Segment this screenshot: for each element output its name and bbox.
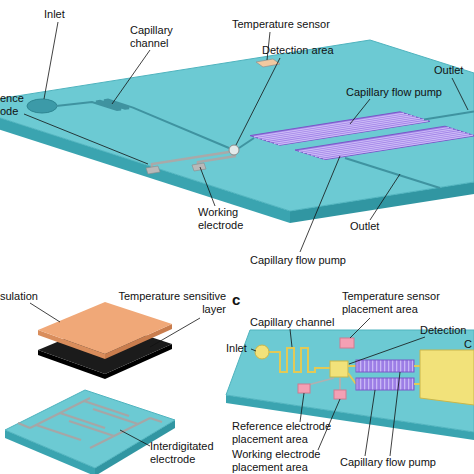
electrode-lead (150, 418, 162, 422)
pump-stripe (311, 131, 461, 155)
part-label: Outlet (350, 220, 379, 233)
part-label: ence (0, 92, 24, 105)
part-label: Capillary flow pump (346, 86, 442, 99)
part-label: Outlet (434, 64, 463, 77)
chip-top (226, 330, 474, 432)
pump-stripe (315, 133, 465, 157)
electrode-finger (93, 409, 138, 424)
leader-line (251, 349, 256, 351)
channel-link (348, 373, 356, 384)
leader-line (120, 430, 150, 446)
part-label: Capillary channel (130, 24, 190, 50)
part-label: C (464, 338, 472, 351)
pump-stripe (299, 128, 449, 152)
part-label: Temperature sensor placement area (342, 290, 447, 316)
part-label: ode (0, 105, 18, 118)
leader-lines (24, 22, 468, 456)
part-label: Detection (420, 324, 466, 337)
detection-area (330, 361, 348, 377)
channel-link (414, 383, 420, 385)
pump-stripe (254, 113, 404, 137)
outlet-channel (424, 112, 474, 120)
interdigitated-electrode (18, 398, 162, 448)
electrode-finger (36, 425, 81, 440)
leader-line (24, 114, 148, 164)
part-label: Working electrode (198, 206, 258, 232)
capillary-pump (356, 378, 414, 390)
channel-link (414, 365, 420, 367)
leader-line (370, 174, 400, 220)
leader-line (350, 318, 370, 338)
part-label: Inlet (44, 8, 65, 21)
pump-stripe (270, 118, 420, 142)
leader-line (44, 22, 58, 99)
part-label: Capillary flow pump (250, 254, 346, 267)
pump-stripe (278, 121, 428, 145)
electrode-finger (69, 421, 114, 436)
electrode-lead (18, 423, 30, 428)
part-label: sulation (0, 290, 38, 303)
channel-link (239, 138, 254, 148)
pump-stripe (319, 134, 469, 158)
leader-line (150, 318, 200, 347)
pump-stripe (303, 129, 453, 153)
leader-line (452, 78, 468, 110)
leader-line (390, 372, 400, 456)
chip-top (0, 40, 474, 211)
electrode-pad (146, 166, 160, 174)
electrode-bus (90, 418, 150, 448)
inlet-hole (255, 345, 269, 359)
leader-line (112, 50, 150, 104)
leader-line (300, 156, 340, 252)
part-label: Reference electrode placement area (232, 420, 336, 446)
part-label: Inlet (226, 342, 247, 355)
capillary-pump (356, 360, 414, 372)
part-label: Temperature sensor (232, 18, 330, 31)
part-label: Temperature sensitive layer (110, 290, 226, 316)
channel-link (348, 365, 356, 367)
detection-area (229, 145, 239, 155)
electrode-pad (192, 163, 206, 171)
pump-stripe (266, 117, 416, 141)
leader-line (300, 393, 304, 422)
leader-line (365, 390, 375, 456)
leader-line (349, 337, 425, 364)
capillary-channel (269, 348, 330, 372)
inlet-hole (27, 99, 57, 113)
leader-line (350, 99, 370, 124)
panel-letter: c (232, 292, 240, 308)
leader-line (30, 303, 60, 322)
pump-stripe (323, 135, 473, 159)
capillary-channel (56, 100, 229, 148)
part-label: Interdigitated electrode (150, 440, 230, 466)
reference-placement-area (298, 384, 310, 393)
pump-stripe (258, 114, 408, 138)
pump-stripe (274, 120, 424, 144)
capillary-pump (295, 126, 474, 159)
temperature-placement-area (340, 338, 354, 348)
reference-electrode-wire (152, 152, 229, 170)
leader-line (290, 329, 292, 347)
leader-line (236, 58, 280, 145)
part-label: Capillary channel (250, 316, 334, 329)
outlet-channel (345, 158, 440, 188)
outlet-pad (420, 350, 474, 405)
pump-stripes (254, 113, 473, 159)
part-label: Detection area (262, 44, 334, 57)
part-label: Capillary flow pump (340, 456, 436, 469)
working-placement-area (334, 390, 346, 399)
part-label: Working electrode placement area (232, 448, 336, 474)
leader-line (200, 167, 215, 206)
base-top (5, 390, 175, 468)
